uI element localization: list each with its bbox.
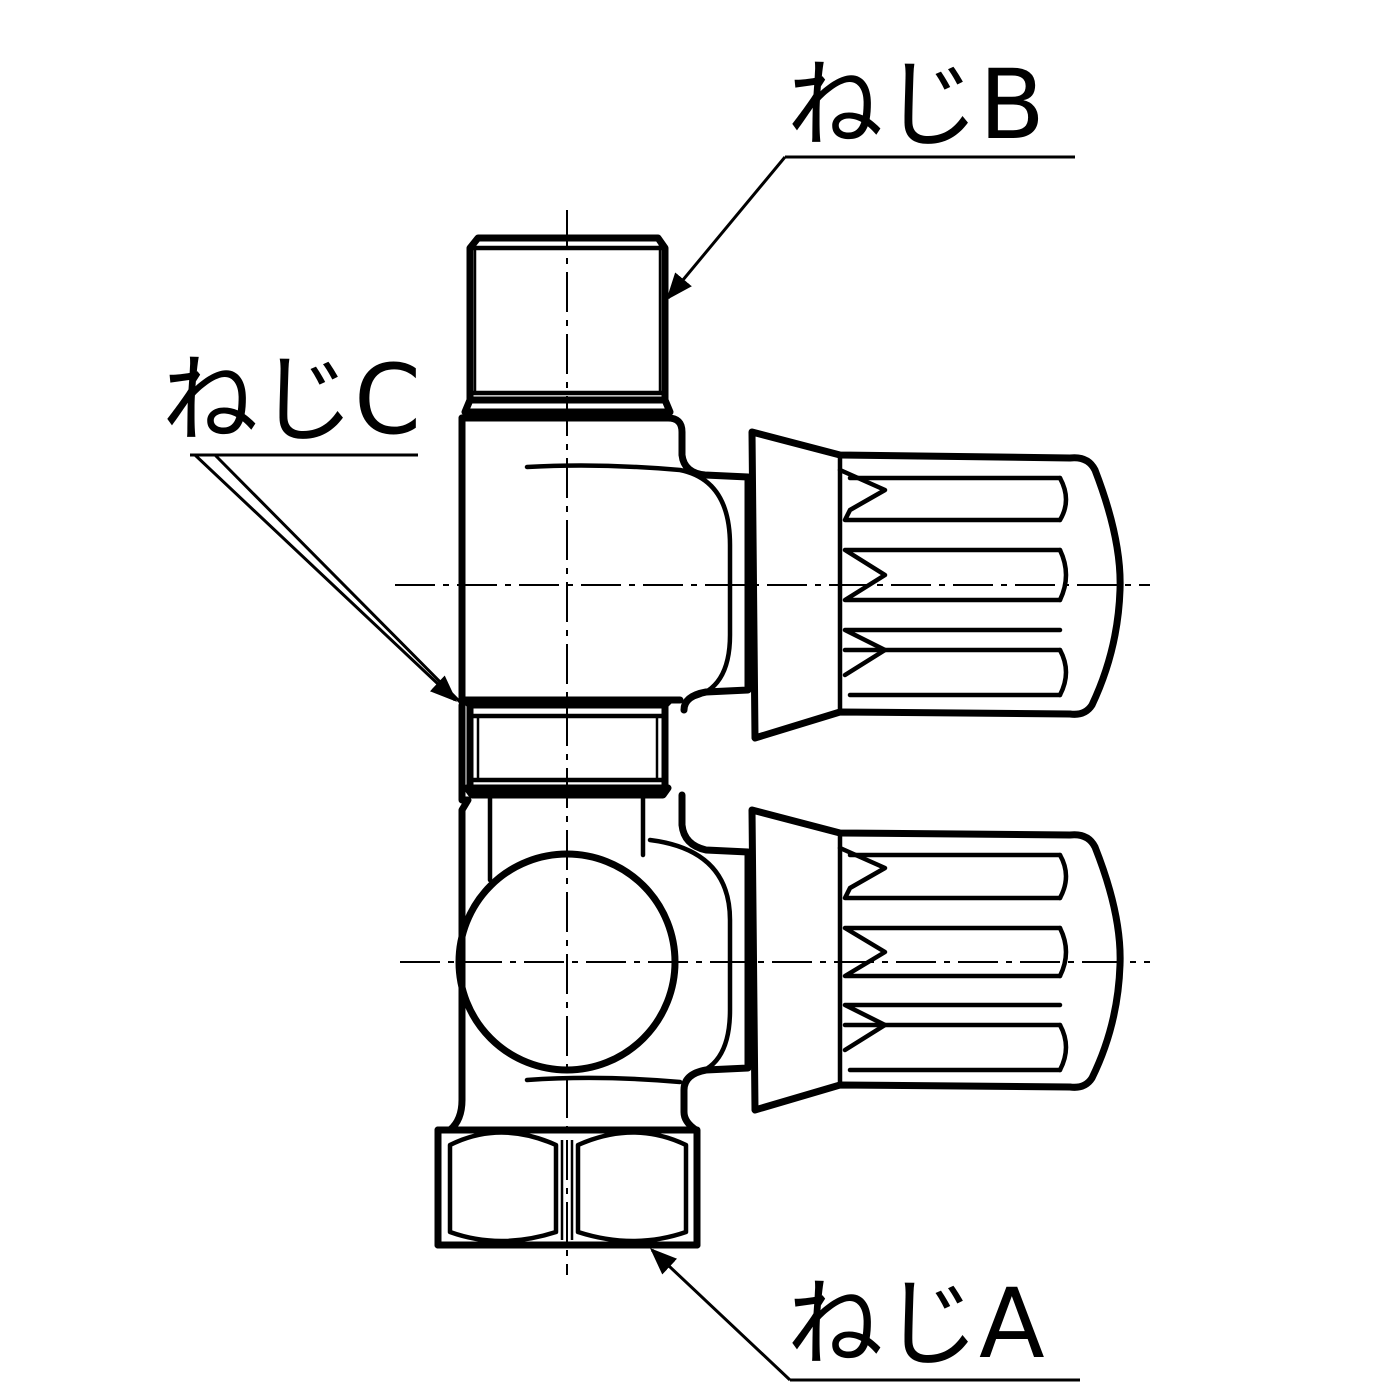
leader-screw-c-arrow-1 xyxy=(193,453,457,702)
leader-lines xyxy=(190,155,1080,1382)
valve-body-lower xyxy=(434,701,752,1134)
leader-screw-b-arrow xyxy=(666,156,787,301)
label-screw-b: ねじB xyxy=(787,49,1045,161)
middle-thread-port xyxy=(461,696,674,799)
ball-valve-circle xyxy=(455,850,679,1074)
valve-body-upper xyxy=(458,414,752,714)
leader-screw-a-arrow xyxy=(650,1248,792,1382)
leader-screw-c-arrow-2 xyxy=(213,453,465,707)
bottom-hex-nut xyxy=(434,1126,701,1249)
center-lines xyxy=(395,210,1150,1275)
lower-handle xyxy=(748,806,1124,1114)
upper-handle xyxy=(748,428,1124,742)
label-screw-a: ねじA xyxy=(787,1268,1045,1380)
label-screw-c: ねじC xyxy=(162,344,421,456)
top-thread-fitting xyxy=(461,234,674,416)
